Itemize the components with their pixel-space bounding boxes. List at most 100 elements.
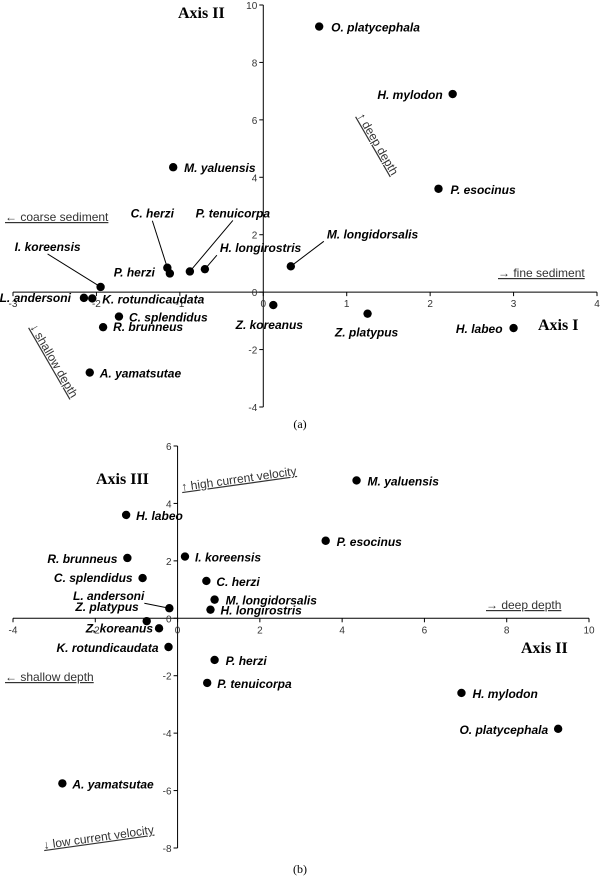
panel-b-point-label-a-yamatsutae: A. yamatsutae: [71, 777, 154, 791]
panel-b-point-label-h-longirostris: H. longirostris: [220, 604, 302, 618]
panel-b-point-z-koreanus: [154, 624, 164, 633]
panel-a-x-tick-label: -3: [9, 299, 18, 310]
panel-a-point-m-yaluensis: [168, 163, 178, 172]
panel-b-y-tick-label: -8: [163, 844, 172, 855]
panel-a-point-label-p-herzi: P. herzi: [114, 265, 156, 279]
panel-b-point-label-l-andersoni: L. andersoni: [73, 589, 145, 603]
panel-a-point-label-h-labeo: H. labeo: [456, 322, 503, 336]
panel-a-caption: (a): [293, 417, 306, 431]
panel-a-point-label-r-brunneus: R. brunneus: [113, 320, 183, 334]
panel-a-point-label-i-koreensis: I. koreensis: [15, 240, 81, 254]
panel-b-point-c-herzi: [202, 576, 211, 586]
panel-b-x-tick-label: -4: [9, 625, 18, 636]
panel-b-x-tick-label: 10: [583, 625, 595, 636]
panel-b-point-m-yaluensis: [352, 476, 361, 485]
panel-b-point-c-splendidus: [138, 573, 147, 583]
panel-b-y-tick-label: 4: [166, 499, 172, 510]
panel-b-point-p-herzi: [210, 655, 219, 665]
panel-a-x-tick-label: 3: [511, 299, 517, 310]
panel-b-y-tick-label: 6: [166, 442, 172, 453]
panel-a-point-label-k-rotundicaudata: K. rotundicaudata: [102, 292, 204, 306]
panel-a-leader-i-koreensis: [47, 253, 101, 288]
panel-b-point-label-i-koreensis: I. koreensis: [195, 551, 261, 565]
panel-b-x-axis-title: Axis II: [521, 640, 568, 657]
panel-b-point-r-brunneus: [123, 553, 132, 563]
panel-a-annotation-down: ↓ shallow depth: [27, 322, 80, 401]
panel-b-point-h-mylodon: [457, 688, 466, 698]
panel-a-x-tick-label: -2: [92, 299, 101, 310]
panel-a-point-label-a-yamatsutae: A. yamatsutae: [99, 367, 182, 381]
panel-b-y-tick-label: 0: [166, 614, 172, 625]
panel-b-y-tick-label: 2: [166, 557, 172, 568]
panel-b-point-k-rotundicaudata: [164, 642, 173, 652]
panel-a-point-h-labeo: [509, 323, 518, 333]
panel-b-point-label-p-herzi: P. herzi: [226, 654, 268, 668]
panel-b-annotation-left: ← shallow depth: [5, 670, 94, 684]
panel-a-y-tick-label: 10: [246, 1, 258, 12]
panel-b-point-h-labeo: [121, 510, 131, 520]
panel-b-point-label-m-yaluensis: M. yaluensis: [368, 474, 440, 488]
panel-b-point-p-tenuicorpa: [202, 678, 212, 688]
panel-a-point-label-c-herzi: C. herzi: [131, 207, 175, 221]
panel-b-point-label-p-esocinus: P. esocinus: [337, 535, 402, 549]
panel-b-y-axis-title: Axis III: [96, 471, 149, 488]
panel-b-point-label-z-platypus: Z. platypus: [74, 600, 139, 614]
panel-a-point-label-z-platypus: Z. platypus: [334, 326, 399, 340]
panel-b-point-label-p-tenuicorpa: P. tenuicorpa: [217, 677, 292, 691]
panel-b-x-tick-label: 4: [339, 625, 345, 636]
panel-b-annotation-right: → deep depth: [486, 598, 561, 612]
panel-b-point-h-longirostris: [206, 605, 215, 614]
panel-b-y-tick-label: -2: [163, 672, 172, 683]
panel-a-point-label-z-koreanus: Z. koreanus: [235, 318, 304, 332]
panel-a-leader-m-longidorsalis: [290, 240, 325, 267]
panel-b-point-label-h-mylodon: H. mylodon: [472, 687, 537, 701]
panel-b-point-label-r-brunneus: R. brunneus: [47, 552, 117, 566]
panel-b-point-m-longidorsalis: [210, 595, 219, 604]
panel-b-x-tick-label: 2: [257, 625, 263, 636]
panel-b-point-o-platycephala: [553, 724, 563, 734]
panel-a-point-z-koreanus: [269, 300, 278, 310]
panel-b-y-tick-label: -4: [163, 729, 172, 740]
panel-a-x-tick-label: 0: [261, 299, 267, 310]
panel-a-point-a-yamatsutae: [85, 368, 94, 377]
panel-b-x-tick-label: 8: [504, 625, 510, 636]
panel-a-y-tick-label: 2: [252, 231, 258, 242]
panel-a-point-p-esocinus: [434, 184, 443, 193]
panel-a-y-tick-label: 4: [252, 173, 258, 184]
panel-a-point-o-platycephala: [314, 22, 324, 31]
panel-b-leader-l-andersoni: [144, 602, 170, 609]
panel-b-point-label-h-labeo: H. labeo: [136, 509, 183, 523]
panel-b-x-tick-label: 0: [175, 625, 181, 636]
panel-b-y-tick-label: -6: [163, 787, 172, 798]
panel-b-point-a-yamatsutae: [58, 779, 67, 788]
panel-a-x-tick-label: 1: [344, 299, 350, 310]
panel-b-x-tick-label: 6: [422, 625, 428, 636]
panel-a-leader-h-longirostris: [204, 254, 218, 270]
panel-a-x-tick-label: 2: [427, 299, 433, 310]
panel-a-annotation-up: ↑ deep depth: [354, 111, 401, 178]
panel-a-y-tick-label: -4: [248, 403, 257, 414]
panel-a-annotation-right: → fine sediment: [498, 266, 585, 280]
panel-a-point-label-c-splendidus: C. splendidus: [129, 311, 208, 325]
panel-a-point-label-p-tenuicorpa: P. tenuicorpa: [196, 206, 271, 220]
panel-b-point-label-k-rotundicaudata: K. rotundicaudata: [57, 641, 159, 655]
panel-b-point-p-esocinus: [321, 536, 330, 545]
panel-a-x-tick-label: 4: [594, 299, 600, 310]
panel-a-y-axis-title: Axis II: [178, 5, 225, 22]
panel-a-leader-p-tenuicorpa: [189, 220, 234, 272]
panel-a-annotation-left: ← coarse sediment: [5, 210, 109, 224]
panel-a-point-label-p-esocinus: P. esocinus: [450, 183, 515, 197]
panel-b-annotation-up: ↑ high current velocity: [180, 464, 297, 494]
panel-a-point-label-h-longirostris: H. longirostris: [220, 241, 302, 255]
panel-a-point-r-brunneus: [98, 322, 108, 332]
panel-b-point-label-c-splendidus: C. splendidus: [54, 571, 133, 585]
panel-a-point-l-andersoni: [79, 293, 89, 303]
panel-a-y-tick-label: 8: [252, 58, 258, 69]
panel-a-point-z-platypus: [363, 309, 372, 318]
panel-a-point-label-o-platycephala: O. platycephala: [331, 21, 420, 35]
panel-b-point-label-m-longidorsalis: M. longidorsalis: [226, 594, 318, 608]
panel-a-leader-c-herzi: [151, 220, 168, 268]
